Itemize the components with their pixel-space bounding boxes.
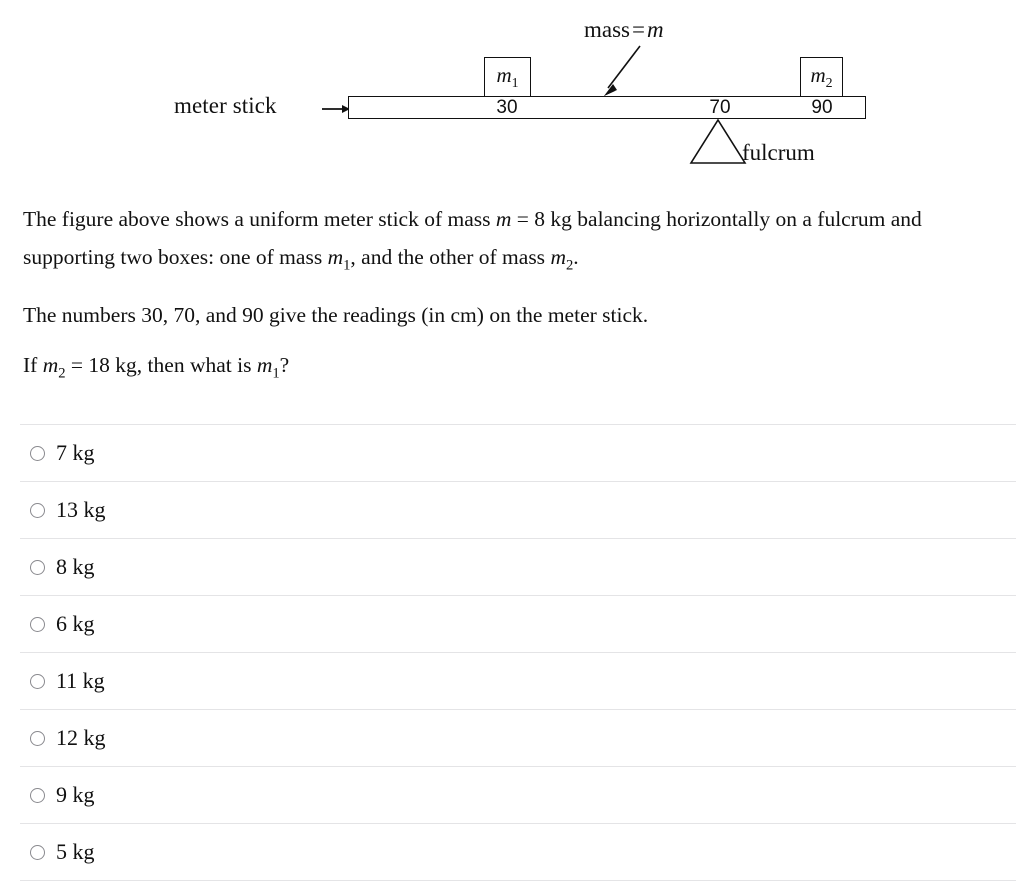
p3-var-m1-sub: 1	[272, 365, 280, 382]
p1-text-4: .	[573, 245, 579, 269]
mass-box-m2: m2	[800, 57, 843, 97]
p1-text-3: , and the other of mass	[350, 245, 551, 269]
mass-box-m2-label: m2	[810, 62, 833, 91]
answer-option-7[interactable]: 9 kg	[20, 766, 1016, 823]
paragraph-3: If m2 = 18 kg, then what is m1?	[23, 346, 998, 392]
p3-var-m2: m2	[42, 353, 66, 381]
answer-option-label: 9 kg	[56, 782, 95, 807]
answer-option-8[interactable]: 5 kg	[20, 823, 1016, 881]
answer-option-label: 12 kg	[56, 725, 106, 750]
mass-box-m1: m1	[484, 57, 531, 97]
answer-option-label: 8 kg	[56, 554, 95, 579]
tick-label-30: 30	[496, 97, 518, 118]
answer-option-label: 7 kg	[56, 440, 95, 465]
radio-button-icon[interactable]	[30, 844, 45, 860]
radio-button-icon[interactable]	[30, 673, 45, 689]
fulcrum-triangle-icon	[689, 118, 747, 164]
paragraph-1: The figure above shows a uniform meter s…	[23, 200, 998, 284]
answer-option-label: 13 kg	[56, 497, 106, 522]
p3-text-1: If	[23, 353, 43, 378]
meter-stick-bar	[348, 96, 866, 119]
answer-option-label: 11 kg	[56, 668, 105, 693]
p1-var-m1-sub: 1	[343, 257, 351, 274]
p3-var-m2-sub: 2	[58, 365, 66, 382]
p3-var-m2-base: m	[42, 353, 59, 378]
tick-label-70: 70	[709, 97, 731, 118]
p3-text-3: ?	[279, 353, 290, 378]
p1-var-m1-base: m	[327, 245, 344, 269]
p1-var-m2-sub: 2	[565, 257, 574, 274]
p1-var-m2-base: m	[550, 245, 566, 269]
radio-button-icon[interactable]	[30, 559, 45, 575]
answer-option-6[interactable]: 12 kg	[20, 709, 1016, 766]
fulcrum-label: fulcrum	[742, 140, 815, 165]
p3-var-m1: m1	[256, 353, 280, 381]
p3-var-m1-base: m	[256, 353, 273, 378]
p1-text-1: The figure above shows a uniform meter s…	[23, 207, 496, 231]
meter-stick-label: meter stick	[174, 93, 277, 118]
meter-stick-arrow-icon	[322, 105, 350, 113]
answer-options-list: 7 kg 13 kg 8 kg 6 kg 11 kg 12 kg 9 kg 5 …	[0, 424, 1024, 881]
radio-button-icon[interactable]	[30, 616, 45, 632]
paragraph-2: The numbers 30, 70, and 90 give the read…	[23, 303, 649, 328]
radio-button-icon[interactable]	[30, 730, 45, 746]
answer-option-5[interactable]: 11 kg	[20, 652, 1016, 709]
p3-text-2: = 18 kg, then what is	[65, 353, 257, 378]
tick-label-90: 90	[811, 97, 833, 118]
radio-button-icon[interactable]	[30, 787, 45, 803]
radio-button-icon[interactable]	[30, 445, 45, 461]
answer-option-label: 5 kg	[56, 839, 95, 864]
p1-var-m: m	[495, 207, 512, 231]
answer-option-3[interactable]: 8 kg	[20, 538, 1016, 595]
answer-option-4[interactable]: 6 kg	[20, 595, 1016, 652]
question-body: The figure above shows a uniform meter s…	[23, 200, 998, 405]
radio-button-icon[interactable]	[30, 502, 45, 518]
p1-var-m2: m2	[550, 245, 573, 273]
mass-box-m1-label: m1	[496, 62, 519, 91]
answer-option-2[interactable]: 13 kg	[20, 481, 1016, 538]
physics-figure: meter stick 30 70 90 m1 m2 mass=m fulcru…	[0, 0, 1024, 192]
answer-option-label: 6 kg	[56, 611, 95, 636]
stick-mass-annotation: mass=m	[584, 17, 664, 42]
mass-pointer-arrow-icon	[604, 45, 641, 96]
p1-var-m1: m1	[327, 245, 351, 273]
answer-option-1[interactable]: 7 kg	[20, 424, 1016, 481]
p1-text-2: = 8 kg balancing horizontally on a fulcr…	[23, 207, 922, 269]
